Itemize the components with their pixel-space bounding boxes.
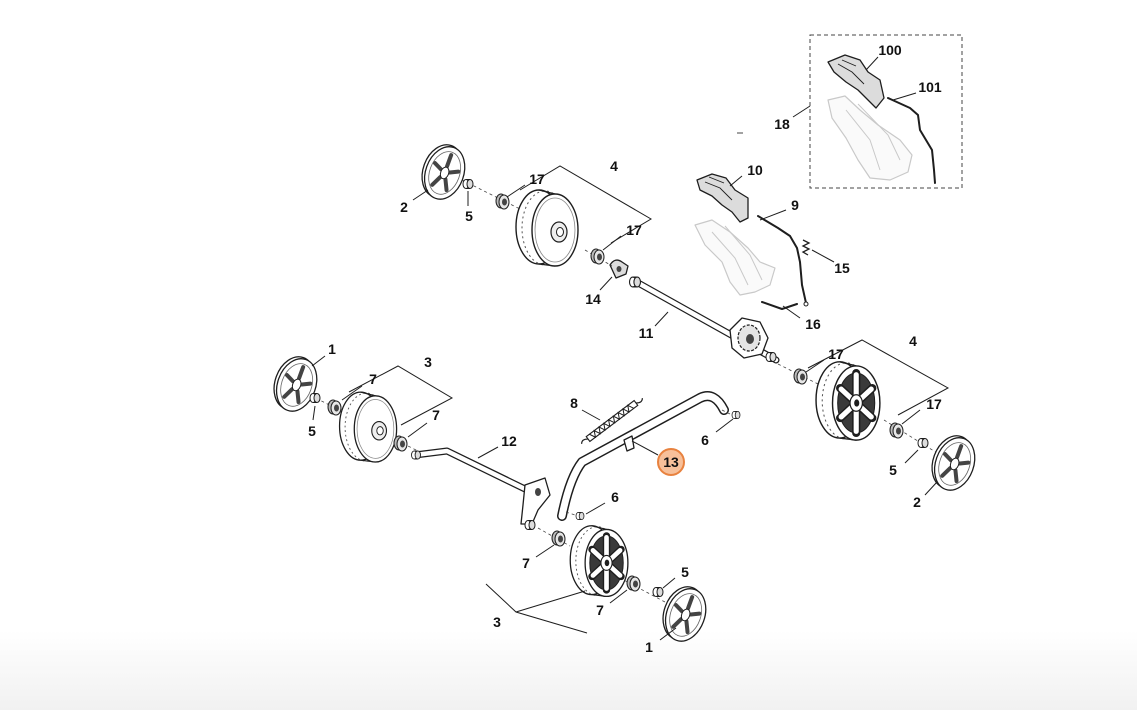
part-12-plate: [520, 477, 551, 525]
part-2-hubcap: [412, 137, 475, 207]
callout-4-top[interactable]: 4: [610, 158, 618, 174]
group-bracket-4: [519, 165, 652, 244]
ghost-housing-detail: [827, 95, 913, 181]
part-4-wheel: [816, 362, 880, 440]
callout-3-left[interactable]: 3: [424, 354, 432, 370]
callout-10[interactable]: 10: [747, 162, 763, 178]
callout-1-bottom[interactable]: 1: [645, 639, 653, 655]
part-17-ring: [590, 248, 605, 265]
part-8-spring: [581, 398, 643, 444]
part-7-ring: [551, 530, 566, 547]
part-7-ring: [393, 435, 408, 452]
part-13-handle: [558, 392, 728, 520]
part-14-clip-hole: [616, 266, 622, 272]
part-11-end-cap: [628, 276, 642, 288]
axis-dash: [721, 409, 735, 417]
part-3-wheel: [570, 526, 628, 597]
callout-1-left[interactable]: 1: [328, 341, 336, 357]
callout-11[interactable]: 11: [639, 325, 654, 341]
part-10-detail: [704, 176, 733, 201]
part-5-cap: [917, 438, 929, 448]
part-17-ring: [889, 422, 904, 439]
callout-7-left-b[interactable]: 7: [432, 407, 440, 423]
group-bracket-3: [485, 583, 588, 634]
part-7-ring: [327, 399, 342, 416]
part-11-gear-hub: [746, 334, 754, 344]
callout-100[interactable]: 100: [878, 42, 902, 58]
callout-9[interactable]: 9: [791, 197, 799, 213]
callout-17-right-a[interactable]: 17: [828, 346, 844, 362]
detail-box: [809, 34, 963, 189]
callout-5-top[interactable]: 5: [465, 208, 473, 224]
leader-lines: [311, 56, 938, 641]
group-bracket-3: [348, 365, 454, 426]
part-15-spring: [801, 239, 811, 256]
callout-7-bottom-a[interactable]: 7: [522, 555, 530, 571]
ghost-housing-detail-lines: [845, 103, 901, 171]
callout-7-left-a[interactable]: 7: [369, 371, 377, 387]
part-9-wire: [757, 215, 807, 304]
part-5-cap: [309, 393, 321, 403]
axis-dash: [883, 419, 943, 457]
callout-15[interactable]: 15: [834, 260, 850, 276]
callout-13-highlight[interactable]: 13: [657, 448, 685, 476]
part-5-cap: [462, 179, 474, 189]
part-10-bracket: [696, 173, 749, 223]
ghost-housing-lines: [711, 225, 763, 286]
bottom-fade: [0, 630, 1137, 710]
callout-101[interactable]: 101: [918, 79, 942, 95]
group-bracket-3: [515, 590, 586, 613]
part-12-end: [411, 450, 421, 460]
part-100-detail: [837, 59, 865, 85]
callout-17-top-right[interactable]: 17: [626, 222, 642, 238]
axis-dash: [584, 249, 613, 267]
callout-17-right-b[interactable]: 17: [926, 396, 942, 412]
part-11-bushing: [765, 352, 777, 362]
part-100-bracket: [827, 54, 885, 109]
part-4-wheel: [515, 189, 579, 267]
part-9-end: [803, 301, 809, 307]
axis-dash: [565, 511, 579, 517]
highlight-circle: [657, 448, 685, 476]
callout-18[interactable]: 18: [774, 116, 790, 132]
callout-13[interactable]: 13: [663, 454, 679, 470]
callout-3-bottom[interactable]: 3: [493, 614, 501, 630]
callout-14[interactable]: 14: [585, 291, 601, 307]
axis-dash: [391, 437, 421, 453]
part-12-tube: [524, 520, 536, 530]
part-3-wheel: [338, 391, 398, 463]
callout-4-right[interactable]: 4: [909, 333, 917, 349]
callout-5-right[interactable]: 5: [889, 462, 897, 478]
callout-16[interactable]: 16: [805, 316, 821, 332]
callout-17-top-left[interactable]: 17: [529, 171, 545, 187]
part-6-screw: [575, 512, 585, 520]
part-17-ring: [495, 193, 510, 210]
part-12-axle: [412, 448, 528, 492]
callout-6-left[interactable]: 6: [611, 489, 619, 505]
part-7-ring: [626, 575, 641, 592]
callout-2-right[interactable]: 2: [913, 494, 921, 510]
part-101-wire: [887, 97, 936, 184]
callout-5-bottom[interactable]: 5: [681, 564, 689, 580]
callout-8[interactable]: 8: [570, 395, 578, 411]
part-5-cap: [652, 587, 664, 597]
part-17-ring: [793, 368, 808, 385]
group-bracket-4: [807, 339, 950, 416]
callout-12[interactable]: 12: [501, 433, 517, 449]
callout-5-left[interactable]: 5: [308, 423, 316, 439]
part-13-tab: [623, 435, 635, 452]
callout-2-top[interactable]: 2: [400, 199, 408, 215]
callout-6-right[interactable]: 6: [701, 432, 709, 448]
part-6-screw: [731, 410, 741, 420]
part-16-wire: [761, 301, 798, 310]
part-12-plate-hole: [535, 488, 541, 496]
callout-7-bottom-b[interactable]: 7: [596, 602, 604, 618]
part-1-hubcap: [264, 349, 327, 419]
